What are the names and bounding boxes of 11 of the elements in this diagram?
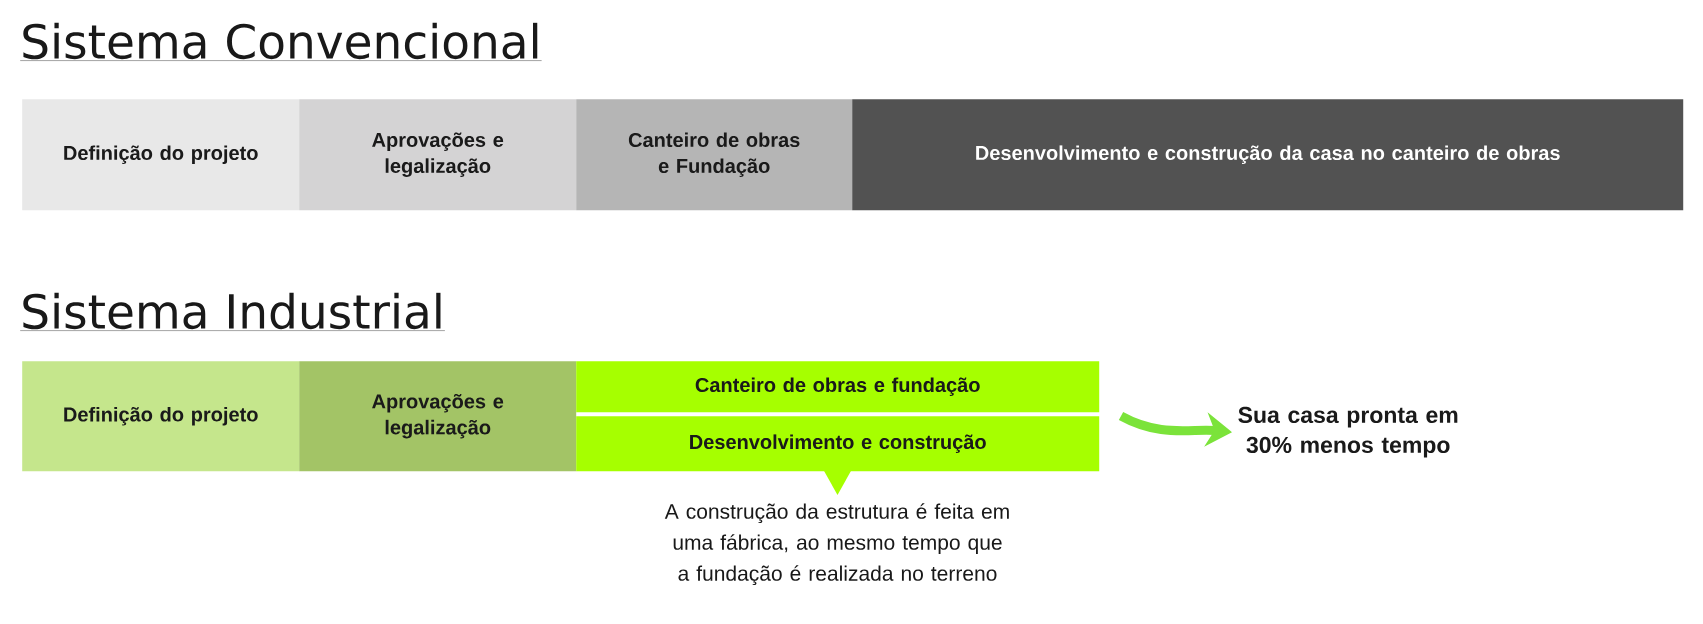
process-box: Canteiro de obras e Fundação — [576, 99, 853, 211]
process-box: Definição do projeto — [22, 361, 300, 472]
result-text: Sua casa pronta em 30% menos tempo — [1238, 406, 1458, 458]
process-box: Aprovações e legalização — [299, 361, 577, 472]
heading: Sistema Convencional — [20, 22, 542, 61]
callout-text: A construção da estrutura é feita em uma fábrica, ao mesmo tempo que a fundação é realizada no terreno — [664, 503, 1009, 586]
process-box: Desenvolvimento e construção da casa no canteiro de obras — [852, 99, 1684, 211]
process-box: Definição do projeto — [22, 99, 300, 211]
heading: Sistema Industrial — [20, 292, 446, 331]
process-box: Canteiro de obras e fundação — [576, 361, 1100, 413]
process-box: Aprovações e legalização — [299, 99, 577, 211]
